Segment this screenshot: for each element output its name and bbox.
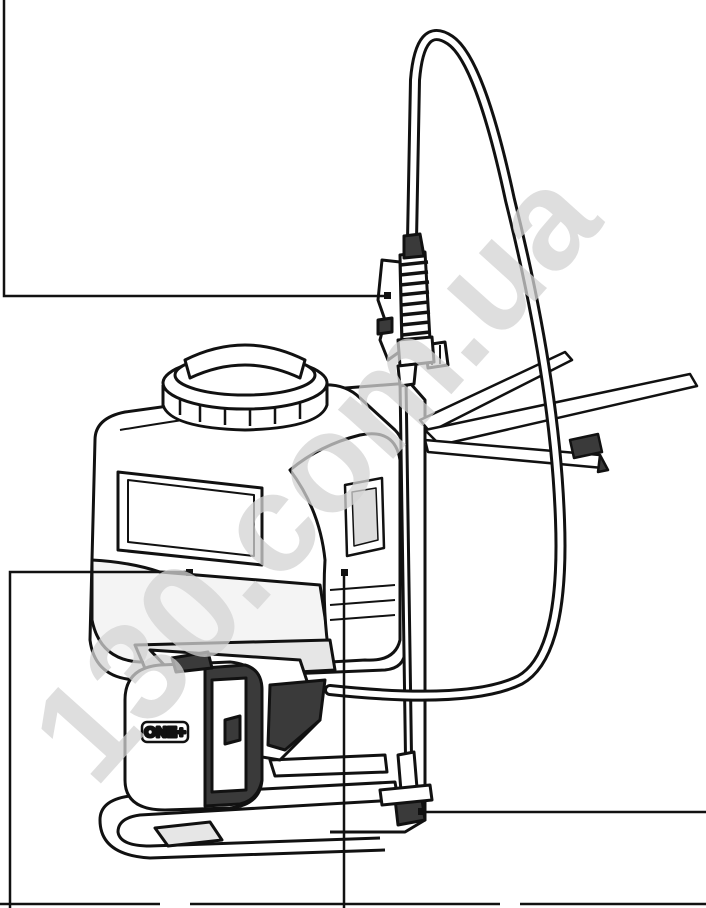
callout-markers: [186, 292, 425, 815]
battery-badge-text: ONE+: [144, 724, 186, 741]
callout-marker-3: [341, 569, 348, 576]
callout-marker-4: [418, 808, 425, 815]
callout-marker-2: [186, 569, 193, 576]
callout-marker-1: [384, 292, 391, 299]
hose: [324, 29, 567, 702]
battery: ONE+: [123, 648, 327, 812]
tank-cap: [161, 343, 329, 432]
backpack-frame: [98, 381, 427, 860]
spray-handle: [376, 232, 450, 388]
battery-badge: [140, 720, 190, 744]
tank: [88, 383, 407, 682]
